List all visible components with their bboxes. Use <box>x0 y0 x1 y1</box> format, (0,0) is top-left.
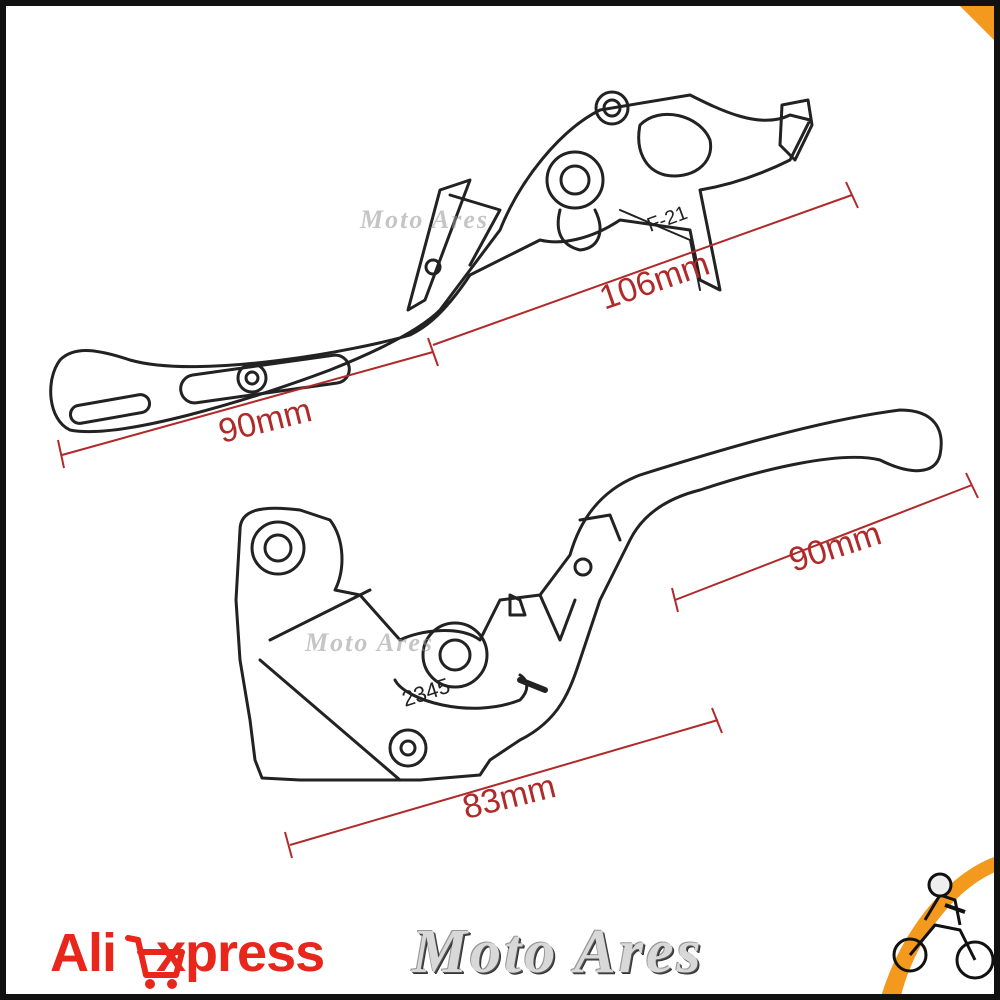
top-dimension-lines <box>57 181 859 469</box>
orange-corner-top <box>954 0 1000 46</box>
top-model-mark: F-21 <box>644 202 690 237</box>
aliexpress-logo-part1: Ali <box>50 923 117 983</box>
aliexpress-logo: Ali xpress <box>50 922 325 984</box>
seller-logo: Moto Ares <box>412 918 704 986</box>
watermark-bottom: Moto Ares <box>305 628 434 657</box>
bottom-lever: 2345 <box>234 408 943 782</box>
watermark-top: Moto Ares <box>360 205 489 234</box>
motocross-rider-icon <box>892 872 995 980</box>
orange-corner-swoosh <box>880 855 1000 1000</box>
bottom-dimension-lines <box>284 472 979 859</box>
aliexpress-logo-part2: xpress <box>156 923 325 983</box>
shopping-cart-icon <box>125 935 185 989</box>
